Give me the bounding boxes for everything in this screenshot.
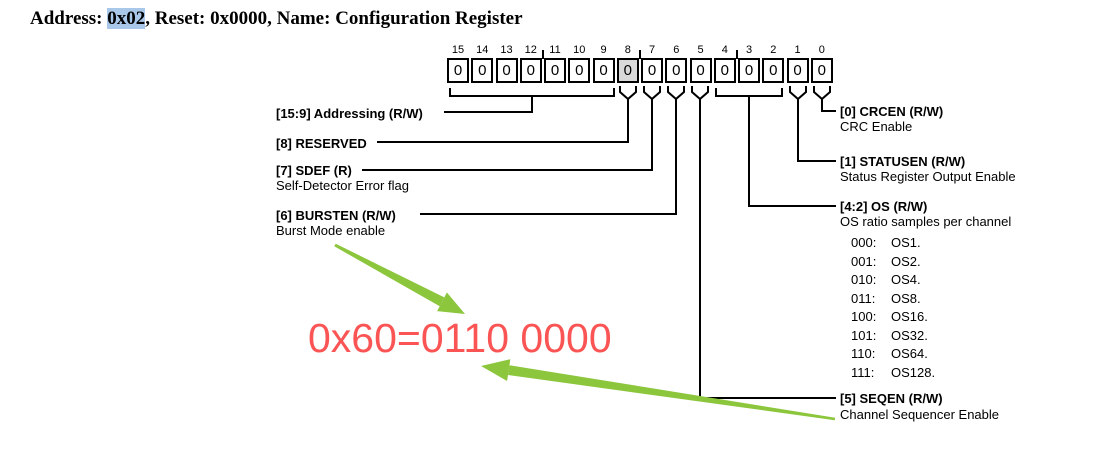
wire-crcen [813,86,836,112]
os-option-label: OS128. [891,364,936,380]
os-option-label: OS16. [891,309,928,324]
bit-box-7: 0 [641,58,663,83]
bit-number-4: 4 [721,44,728,56]
wire-sdef [362,86,661,171]
nibble-tick [542,50,738,59]
bit-number-10: 10 [573,44,586,56]
os-option-label: OS4. [891,272,921,287]
os-option-code: 000: [851,235,877,250]
bit-box-11: 0 [544,58,566,83]
bit-box-10: 0 [568,58,591,83]
os-option-code: 011: [851,290,876,306]
os-option-row: 010: OS4. [851,272,1071,291]
wire-seqen [691,86,836,399]
address-highlight: 0x02 [107,8,146,29]
os-option-code: 001: [851,253,877,269]
bit-box-8: 0 [616,58,639,83]
os-option-row: 101: OS32. [851,328,1071,347]
os-option-row: 001: OS2. [851,254,1071,273]
bit-number-12: 12 [524,44,537,56]
bit-box-1: 0 [786,58,809,83]
os-option-label: OS8. [891,290,921,306]
bit-number-0: 0 [818,44,825,56]
bit-number-9: 9 [600,44,607,56]
field-bursten-label: [6] BURSTEN (R/W) [276,208,396,223]
field-statusen-desc: Status Register Output Enable [840,169,1016,184]
os-option-label: OS1. [891,235,921,250]
bit-box-15: 0 [447,58,469,83]
wire-addressing [444,88,615,113]
os-option-code: 010: [851,272,877,287]
field-os-label: [4:2] OS (R/W) [840,199,928,214]
os-option-label: OS32. [891,327,928,343]
field-statusen-label: [1] STATUSEN (R/W) [840,154,966,169]
os-option-label: OS64. [891,346,928,361]
field-crcen-desc: CRC Enable [840,119,913,134]
annotation-value-text: 0x60=0110 0000 [308,315,612,361]
bit-number-14: 14 [476,44,489,56]
wire-bursten [420,86,685,215]
bit-number-11: 11 [549,44,561,56]
bit-number-7: 7 [648,44,656,56]
bit-number-13: 13 [500,44,513,56]
page-title: Address: 0x02, Reset: 0x0000, Name: Conf… [30,8,523,30]
wire-os [715,88,836,207]
os-option-label: OS2. [891,253,921,269]
bit-box-3: 0 [738,58,760,83]
os-option-code: 111: [851,364,875,380]
bit-box-4: 0 [713,58,736,83]
wire-reserved [377,86,637,143]
bit-number-15: 15 [451,44,465,56]
bit-number-8: 8 [624,44,631,56]
field-seqen-desc: Channel Sequencer Enable [840,407,1000,422]
green-arrow-from-seqen [481,359,836,421]
bit-box-6: 0 [665,58,688,83]
bit-box-2: 0 [762,58,785,83]
title-suffix: , Reset: 0x0000, Name: Configuration Reg… [145,8,523,29]
bit-box-9: 0 [592,58,615,83]
os-option-row: 000: OS1. [851,235,1071,254]
os-option-code: 110: [851,346,876,361]
os-option-row: 111: OS128. [851,365,1071,384]
field-reserved-label: [8] RESERVED [276,136,367,151]
bit-box-13: 0 [495,58,518,83]
bit-number-5: 5 [697,44,704,56]
bit-box-14: 0 [471,58,494,83]
bit-box-12: 0 [519,58,542,83]
green-arrow-from-bursten [334,243,465,314]
field-os-desc: OS ratio samples per channel [840,214,1012,229]
field-bursten-desc: Burst Mode enable [276,223,386,238]
title-prefix: Address: [30,8,108,29]
bit-number-6: 6 [673,44,680,56]
field-sdef-desc: Self-Detector Error flag [276,178,409,193]
field-addressing-label: [15:9] Addressing (R/W) [276,106,423,121]
bit-box-0: 0 [810,58,833,83]
field-crcen-label: [0] CRCEN (R/W) [840,104,944,119]
field-seqen-label: [5] SEQEN (R/W) [840,391,943,406]
os-option-row: 110: OS64. [851,346,1071,365]
bit-box-5: 0 [689,58,712,83]
os-option-code: 100: [851,309,877,324]
bit-number-2: 2 [770,44,777,56]
os-option-row: 011: OS8. [851,291,1071,310]
os-option-row: 100: OS16. [851,309,1071,328]
field-sdef-label: [7] SDEF (R) [276,163,352,178]
wire-statusen [789,86,836,162]
os-option-code: 101: [851,327,877,343]
bit-number-1: 1 [794,44,801,56]
bit-number-3: 3 [745,44,753,56]
